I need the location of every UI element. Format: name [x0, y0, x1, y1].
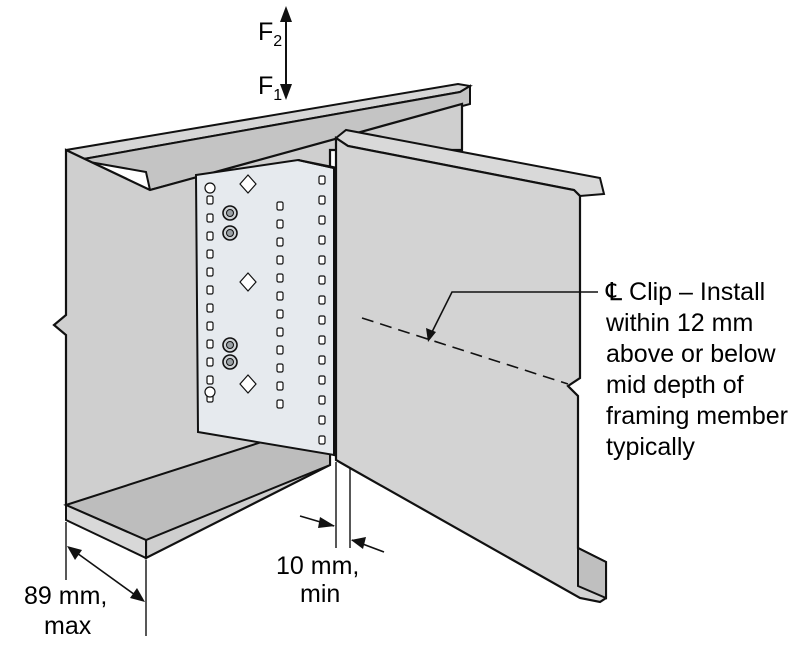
- leg-hole: [276, 363, 284, 373]
- flange-hole: [318, 415, 326, 425]
- edge-dimension-line-2: min: [300, 580, 340, 608]
- leg-hole: [206, 285, 214, 295]
- callout-leader: [429, 291, 598, 337]
- callout-line-2: within 12 mm: [605, 309, 753, 337]
- leg-hole: [276, 399, 284, 409]
- flange-hole: [318, 355, 326, 365]
- flange-hole: [318, 275, 326, 285]
- flange-hole: [318, 195, 326, 205]
- leg-hole: [206, 195, 214, 205]
- leg-hole: [206, 249, 214, 259]
- callout-line-1: ℄ Clip – Install: [605, 278, 765, 306]
- clip-angle-leg: [194, 158, 335, 457]
- leg-hole: [276, 201, 284, 211]
- flange-hole: [318, 215, 326, 225]
- leader-arrow-icon: [426, 328, 436, 342]
- leg-hole: [276, 273, 284, 283]
- leg-diamond-hole: [239, 174, 257, 194]
- flange-hole: [318, 235, 326, 245]
- leg-hole: [276, 237, 284, 247]
- arrow-down-icon: [280, 84, 292, 100]
- leg-hole: [276, 327, 284, 337]
- leg-round-hole: [204, 182, 216, 194]
- flange-hole: [318, 255, 326, 265]
- back-joist-bottom-lip: [65, 503, 147, 560]
- leg-diamond-hole: [239, 272, 257, 292]
- callout-line-4: mid depth of: [606, 371, 744, 399]
- flange-hole: [318, 335, 326, 345]
- leg-hole: [206, 375, 214, 385]
- arrow-up-icon: [280, 6, 292, 22]
- leg-screw-head: [226, 341, 234, 349]
- leg-hole: [206, 303, 214, 313]
- edge-dimension-line-1: 10 mm,: [276, 552, 359, 580]
- edge-distance-dimension: [299, 462, 385, 553]
- callout-line-6: typically: [606, 433, 695, 461]
- leg-hole: [276, 345, 284, 355]
- flange-hole: [318, 175, 326, 185]
- flange-hole: [318, 395, 326, 405]
- leg-hole: [206, 357, 214, 367]
- front-joist-web: [334, 135, 608, 604]
- flange-dimension-line-2: max: [44, 612, 92, 640]
- leg-hole: [206, 213, 214, 223]
- front-joist-bottom-flange: [577, 546, 607, 600]
- leg-round-hole: [204, 386, 216, 398]
- force-arrows: [280, 6, 292, 100]
- flange-hole: [318, 435, 326, 445]
- flange-dimension-line-1: 89 mm,: [24, 582, 107, 610]
- force-f1-label: F1: [258, 72, 282, 104]
- back-joist-flange-lip: [77, 84, 471, 192]
- leg-screw-head: [226, 209, 234, 217]
- leg-hole: [276, 291, 284, 301]
- flange-hole: [318, 315, 326, 325]
- leg-hole: [206, 321, 214, 331]
- callout-line-3: above or below: [606, 340, 777, 368]
- leg-screw-head: [226, 229, 234, 237]
- leg-screw-head: [226, 358, 234, 366]
- flange-hole: [318, 295, 326, 305]
- force-f2-label: F2: [258, 18, 282, 50]
- leg-hole: [206, 339, 214, 349]
- leg-hole: [276, 309, 284, 319]
- leg-diamond-hole: [239, 374, 257, 394]
- flange-width-dimension: [65, 522, 147, 636]
- leg-hole: [276, 381, 284, 391]
- leg-hole: [276, 255, 284, 265]
- leg-hole: [206, 267, 214, 277]
- leg-hole: [276, 219, 284, 229]
- flange-hole: [318, 375, 326, 385]
- leg-hole: [206, 231, 214, 241]
- callout-line-5: framing member: [606, 402, 788, 430]
- centerline-dashed: [361, 317, 569, 385]
